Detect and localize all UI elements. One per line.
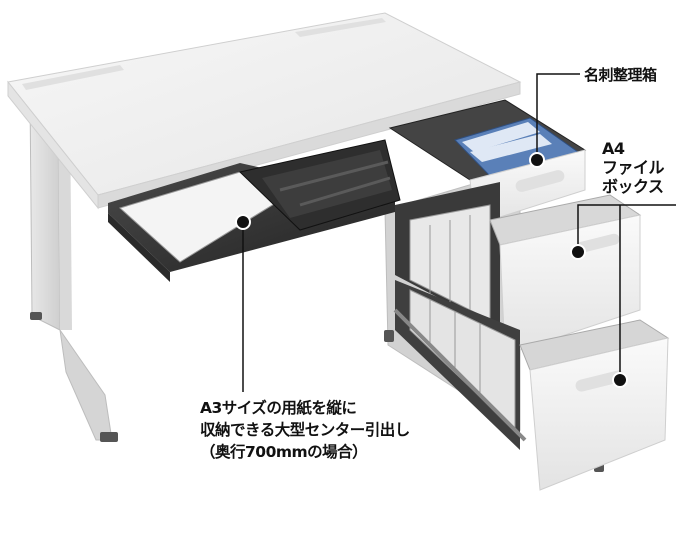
callout-a4-line1: A4	[602, 139, 625, 158]
callout-a4-box-label: A4 ファイル ボックス	[602, 139, 665, 196]
callout-card-box-pointer	[529, 73, 580, 168]
callout-center-drawer-line1: A3サイズの用紙を縦に	[200, 399, 357, 417]
bottom-drawer	[393, 280, 670, 491]
callout-a4-box-pointer	[570, 204, 676, 388]
middle-drawer-a4-box	[395, 182, 642, 356]
callout-center-drawer-line3: （奥行700mmの場合）	[200, 443, 368, 461]
callout-a4-line3: ボックス	[602, 177, 664, 196]
callout-card-box-label: 名刺整理箱	[584, 64, 657, 85]
callout-center-drawer-pointer	[235, 214, 251, 392]
left-leg	[29, 93, 118, 442]
callout-a4-line2: ファイル	[602, 158, 665, 177]
center-drawer	[108, 139, 401, 282]
callout-center-drawer-label: A3サイズの用紙を縦に 収納できる大型センター引出し （奥行700mmの場合）	[200, 397, 410, 463]
callout-card-box-text: 名刺整理箱	[584, 66, 657, 84]
callout-center-drawer-line2: 収納できる大型センター引出し	[200, 421, 410, 439]
